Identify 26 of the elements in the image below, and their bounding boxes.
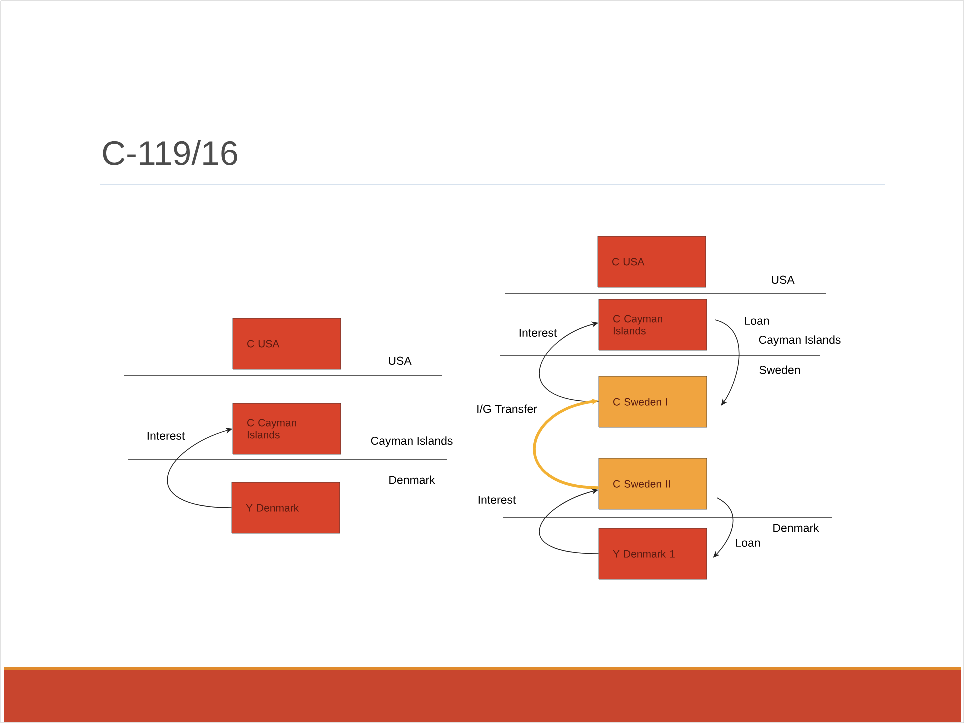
country-label: Sweden — [760, 366, 800, 374]
edge-label: Loan — [745, 317, 770, 325]
country-label: Cayman Islands — [759, 336, 841, 346]
entity-box: Y Denmark — [232, 482, 340, 534]
country-label: USA — [389, 356, 412, 366]
edge-label: Interest — [148, 432, 186, 440]
slide-title: C-119/16 — [103, 140, 238, 166]
entity-box: Y Denmark 1 — [598, 528, 708, 580]
entity-box: C Cayman Islands — [232, 403, 342, 455]
entity-box: C USA — [232, 318, 342, 370]
country-label: Denmark — [774, 524, 820, 532]
entity-box: C Sweden II — [598, 458, 708, 510]
entity-box: C USA — [598, 236, 706, 288]
arrow — [533, 398, 599, 490]
edge-label: Interest — [520, 329, 558, 337]
country-label: Denmark — [390, 476, 436, 484]
edge-label: Interest — [478, 496, 516, 504]
arrow — [539, 488, 600, 554]
arrow — [714, 320, 740, 406]
edge-label: I/G Transfer — [478, 404, 538, 414]
entity-box: C Cayman Islands — [598, 299, 708, 351]
country-label: USA — [772, 276, 795, 284]
country-label: Cayman Islands — [371, 436, 453, 448]
edge-label: Loan — [736, 539, 760, 547]
arrow — [539, 322, 600, 402]
entity-box: C Sweden I — [598, 376, 708, 428]
